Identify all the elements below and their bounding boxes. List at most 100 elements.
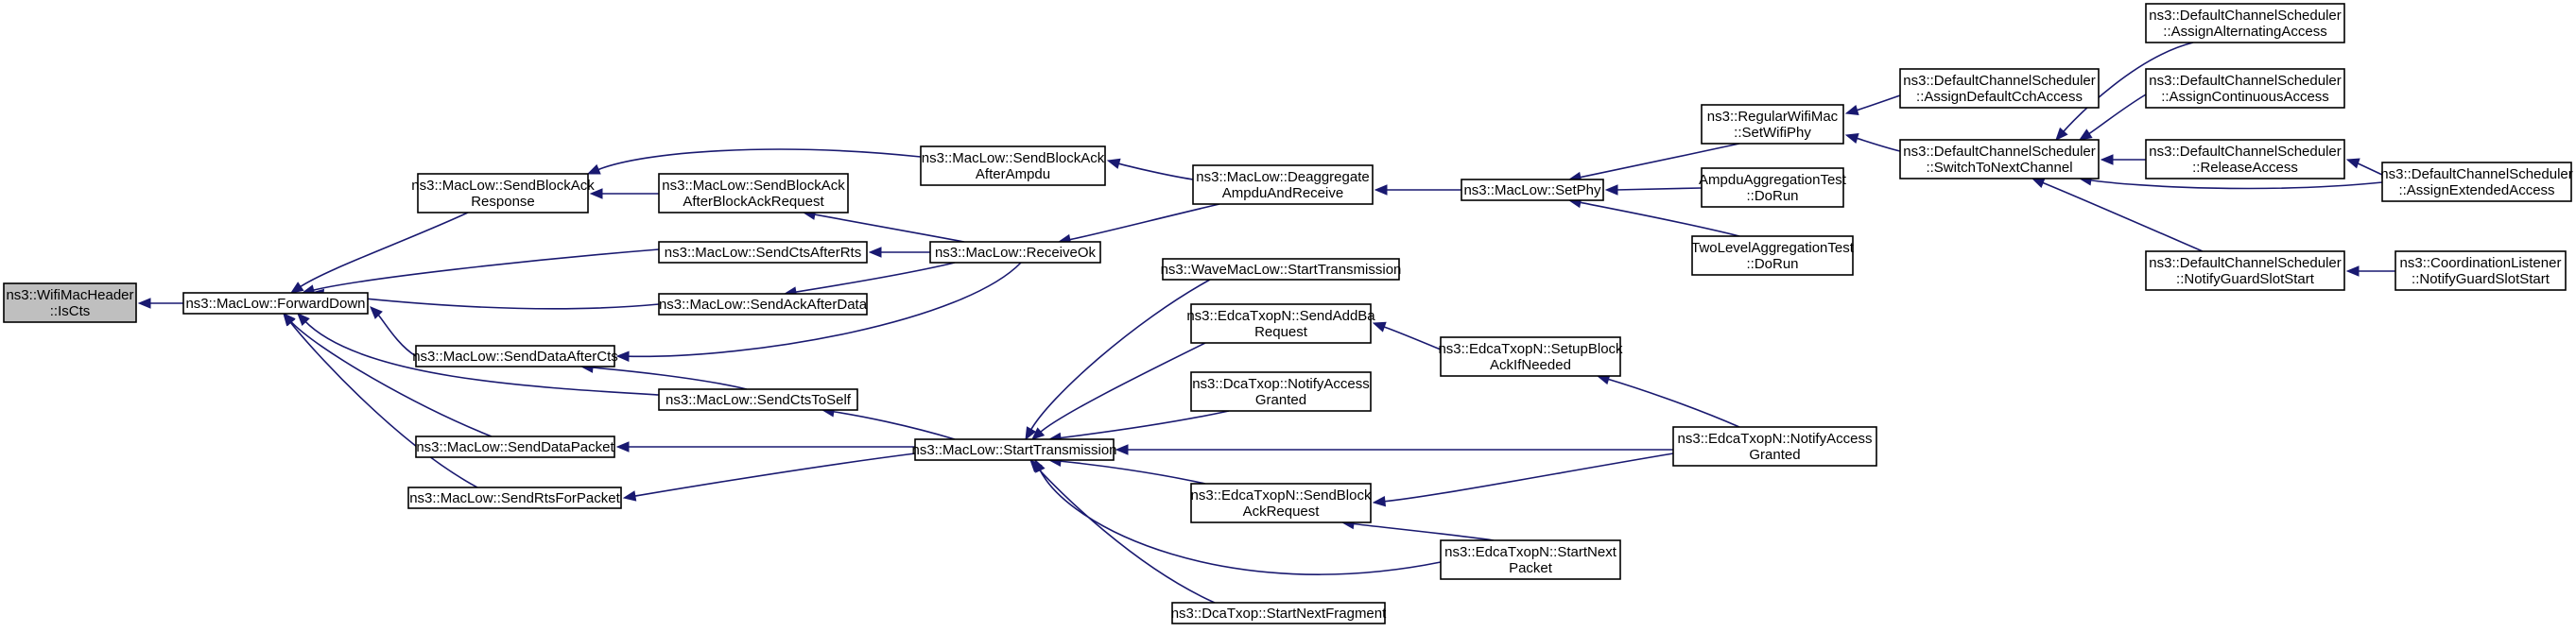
edge-line	[1351, 522, 1495, 541]
edge-line	[1382, 325, 1442, 350]
edge-sbaabr-to-sbar	[589, 188, 659, 199]
node-ishdr[interactable]: ns3::WifiMacHeader::IsCts	[3, 282, 137, 323]
arrow-head-icon	[1106, 158, 1121, 169]
node-srfp[interactable]: ns3::MacLow::SendRtsForPacket	[407, 487, 622, 509]
arrow-head-icon	[289, 282, 304, 294]
arrow-head-icon	[615, 441, 630, 453]
arrow-head-icon	[2055, 127, 2068, 141]
edge-line	[2088, 179, 2383, 190]
node-stnc[interactable]: ns3::DefaultChannelScheduler::SwitchToNe…	[1899, 139, 2100, 179]
arrow-head-icon	[622, 490, 637, 502]
edge-line	[289, 319, 493, 437]
node-box	[182, 292, 369, 315]
node-label: ns3::CoordinationListener	[2400, 255, 2562, 271]
node-fwd[interactable]: ns3::MacLow::ForwardDown	[182, 292, 369, 315]
node-scts[interactable]: ns3::MacLow::SendCtsAfterRts	[658, 241, 868, 264]
arrow-head-icon	[137, 298, 151, 309]
arrow-head-icon	[589, 188, 603, 199]
arrow-head-icon	[2345, 265, 2360, 277]
node-sctsself[interactable]: ns3::MacLow::SendCtsToSelf	[658, 388, 858, 411]
node-sbaabr[interactable]: ns3::MacLow::SendBlockAckAfterBlockAckRe…	[658, 173, 849, 214]
edge-line	[812, 213, 965, 243]
node-rwm[interactable]: ns3::RegularWifiMac::SetWifiPhy	[1701, 104, 1844, 145]
arrow-head-icon	[1372, 321, 1387, 333]
arrow-head-icon	[370, 306, 383, 319]
edge-line	[793, 262, 956, 294]
node-aaa[interactable]: ns3::DefaultChannelScheduler::AssignAlte…	[2145, 3, 2345, 43]
edge-rok-to-sdac	[615, 262, 1022, 363]
node-tlat[interactable]: TwoLevelAggregationTest::DoRun	[1691, 235, 1855, 276]
edge-line	[1058, 460, 1206, 485]
edge-aea-to-ra	[2345, 158, 2383, 176]
arrow-head-icon	[1374, 184, 1388, 196]
edge-line	[1067, 203, 1220, 241]
node-label: ns3::DefaultChannelScheduler	[2149, 255, 2341, 271]
node-ngss[interactable]: ns3::DefaultChannelScheduler::NotifyGuar…	[2145, 250, 2345, 291]
edge-esbin-to-esab	[1372, 321, 1442, 350]
edge-line	[1036, 466, 1216, 604]
edge-rok-to-scts	[868, 247, 931, 258]
node-aca[interactable]: ns3::DefaultChannelScheduler::AssignCont…	[2145, 68, 2345, 109]
node-label: AfterAmpdu	[976, 166, 1050, 182]
node-sdp[interactable]: ns3::MacLow::SendDataPacket	[415, 436, 615, 458]
arrow-head-icon	[2031, 178, 2046, 188]
node-box	[1701, 167, 1844, 208]
arrow-head-icon	[586, 163, 601, 175]
node-box	[1672, 426, 1877, 467]
node-label: AmpduAndReceive	[1222, 185, 1343, 201]
node-rok[interactable]: ns3::MacLow::ReceiveOk	[929, 241, 1101, 264]
edge-dar-to-rok	[1057, 203, 1220, 246]
node-label: ns3::DefaultChannelScheduler	[2149, 144, 2341, 160]
edge-line	[320, 293, 660, 310]
node-label: ns3::MacLow::SendBlockAck	[662, 178, 845, 194]
node-adca[interactable]: ns3::DefaultChannelScheduler::AssignDefa…	[1899, 68, 2100, 109]
node-label: ns3::EdcaTxopN::NotifyAccess	[1678, 431, 1873, 447]
edge-line	[2040, 180, 2204, 252]
edge-sdac-to-fwd	[370, 306, 417, 357]
edge-line	[311, 248, 660, 292]
node-label: ns3::DcaTxop::NotifyAccess	[1192, 376, 1370, 392]
arrow-head-icon	[1025, 426, 1037, 441]
node-label: ::NotifyGuardSlotStart	[2176, 271, 2315, 287]
edge-line	[2355, 162, 2383, 176]
node-box	[658, 241, 868, 264]
node-aat[interactable]: AmpduAggregationTest::DoRun	[1699, 167, 1847, 208]
node-box	[1701, 104, 1844, 145]
node-label: ns3::MacLow::SendAckAfterData	[659, 297, 868, 313]
node-ra[interactable]: ns3::DefaultChannelScheduler::ReleaseAcc…	[2145, 139, 2345, 179]
nodes-layer: ns3::WifiMacHeader::IsCts ns3::MacLow::Fo…	[3, 3, 2573, 624]
node-sdac[interactable]: ns3::MacLow::SendDataAfterCts	[412, 345, 618, 367]
edge-sctsself-to-fwd	[297, 313, 660, 396]
edge-sdp-to-fwd	[283, 313, 493, 437]
node-sack[interactable]: ns3::MacLow::SendAckAfterData	[658, 293, 868, 316]
node-clngss[interactable]: ns3::CoordinationListener::NotifyGuardSl…	[2394, 250, 2567, 291]
node-label: ::AssignExtendedAccess	[2398, 182, 2554, 198]
node-setphy[interactable]: ns3::MacLow::SetPhy	[1461, 179, 1604, 201]
node-label: AckRequest	[1243, 504, 1321, 520]
node-box	[1162, 258, 1400, 281]
arrow-head-icon	[868, 247, 882, 258]
arrow-head-icon	[2078, 128, 2093, 141]
node-st[interactable]: ns3::MacLow::StartTransmission	[911, 438, 1117, 461]
node-label: ns3::WaveMacLow::StartTransmission	[1161, 262, 1402, 278]
node-label: Request	[1254, 324, 1308, 340]
node-dsnf[interactable]: ns3::DcaTxop::StartNextFragment	[1171, 602, 1387, 624]
node-label: ns3::DefaultChannelScheduler	[2380, 166, 2572, 182]
node-label: ns3::MacLow::SendCtsAfterRts	[665, 245, 861, 261]
edge-line	[1116, 162, 1194, 180]
node-label: ns3::EdcaTxopN::SetupBlock	[1438, 341, 1623, 357]
edge-line	[626, 262, 1022, 358]
node-aea[interactable]: ns3::DefaultChannelScheduler::AssignExte…	[2380, 162, 2573, 202]
node-wst[interactable]: ns3::WaveMacLow::StartTransmission	[1161, 258, 1402, 281]
node-box	[1190, 371, 1372, 412]
arrow-head-icon	[297, 313, 310, 327]
